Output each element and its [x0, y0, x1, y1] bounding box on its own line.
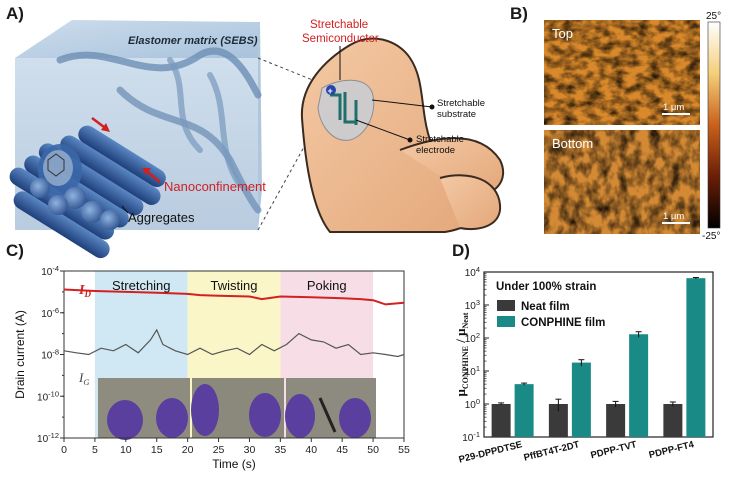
bar-neat-2	[548, 404, 568, 437]
panel-a-label: A)	[6, 4, 24, 23]
d-y-tick-label: 104	[465, 265, 480, 279]
c-x-tick-label: 10	[120, 444, 132, 456]
c-x-tick-label: 15	[151, 444, 163, 456]
glove-photo-strip	[98, 378, 376, 440]
afm-bottom-label: Bottom	[552, 136, 593, 151]
electrode-label-1: Stretchable	[416, 134, 464, 145]
elastomer-label: Elastomer matrix (SEBS)	[128, 35, 258, 47]
c-x-tick-label: 35	[275, 444, 287, 456]
colorbar-min: -25°	[702, 231, 720, 242]
d-category-label: PffBT4T-2DT	[523, 439, 581, 464]
substrate-label-2: substrate	[437, 109, 476, 120]
afm-bottom-image	[544, 130, 700, 234]
region-label-stretching: Stretching	[112, 278, 171, 293]
d-plot-frame	[483, 271, 714, 438]
nanoconfinement-label: Nanoconfinement	[164, 179, 266, 194]
c-x-tick-label: 5	[92, 444, 98, 456]
c-x-tick-label: 45	[336, 444, 348, 456]
afm-bottom-scale: 1 μm	[663, 211, 684, 222]
series-ig-line	[63, 328, 405, 358]
panel-d-label: D)	[452, 241, 470, 260]
electrode-label-2: electrode	[416, 145, 455, 156]
colorbar-max: 25°	[706, 11, 721, 22]
semiconductor-label-1: Stretchable	[310, 19, 368, 31]
afm-top-scale: 1 μm	[663, 102, 684, 113]
c-y-tick-label: 10-8	[41, 348, 59, 362]
bar-neat-1	[491, 404, 511, 437]
legend-swatch-conphine	[497, 316, 515, 327]
c-y-axis-title: Drain current (A)	[13, 310, 27, 399]
c-x-tick-label: 30	[244, 444, 256, 456]
semiconductor-label-2: Semiconductor	[302, 33, 379, 45]
c-x-tick-label: 0	[61, 444, 67, 456]
series-id-line	[63, 288, 405, 306]
afm-top-label: Top	[552, 26, 573, 41]
d-category-label: PDPP-FT4	[648, 439, 696, 461]
d-y-tick-label: 100	[465, 397, 480, 411]
plus-symbol: +	[328, 86, 333, 96]
c-x-tick-label: 50	[367, 444, 379, 456]
legend-label-neat: Neat film	[521, 301, 570, 313]
c-x-tick-label: 25	[213, 444, 225, 456]
panel-c-label: C)	[6, 241, 24, 260]
c-x-tick-label: 20	[182, 444, 194, 456]
bar-neat-4	[663, 404, 683, 437]
d-condition-label: Under 100% strain	[496, 281, 596, 293]
d-y-tick-label: 103	[465, 298, 480, 312]
aggregate-bundle	[9, 125, 166, 259]
c-y-tick-label: 10-4	[41, 264, 59, 278]
substrate-label-1: Stretchable	[437, 98, 485, 109]
c-y-tick-label: 10-12	[37, 431, 59, 445]
hand-illustration: +	[300, 37, 505, 233]
c-x-tick-label: 55	[398, 444, 410, 456]
d-y-tick-label: 10-1	[462, 430, 480, 444]
c-x-tick-label: 40	[305, 444, 317, 456]
bar-conphine-4	[686, 278, 706, 437]
legend-label-conphine: CONPHINE film	[521, 317, 605, 329]
series-ig-label: IG	[78, 370, 89, 387]
afm-top-image	[544, 20, 700, 125]
d-y-axis-title: μCONPHINE / μNeat	[453, 312, 470, 396]
aggregates-label: Aggregates	[128, 210, 195, 225]
c-y-tick-label: 10-6	[41, 306, 59, 320]
bar-neat-3	[606, 404, 626, 437]
d-y-tick-label: 102	[465, 331, 480, 345]
d-category-label: PDPP-TVT	[590, 439, 638, 461]
d-y-tick-label: 101	[465, 364, 480, 378]
panel-b-label: B)	[510, 4, 528, 23]
region-label-twisting: Twisting	[211, 278, 258, 293]
c-y-tick-label: 10-10	[37, 389, 59, 403]
bar-conphine-1	[514, 384, 534, 437]
c-x-axis-title: Time (s)	[212, 457, 256, 471]
bar-conphine-3	[629, 334, 649, 437]
series-id-label: ID	[78, 283, 91, 299]
region-label-poking: Poking	[307, 278, 347, 293]
bar-conphine-2	[571, 362, 591, 437]
colorbar	[707, 21, 721, 229]
legend-swatch-neat	[497, 300, 515, 311]
